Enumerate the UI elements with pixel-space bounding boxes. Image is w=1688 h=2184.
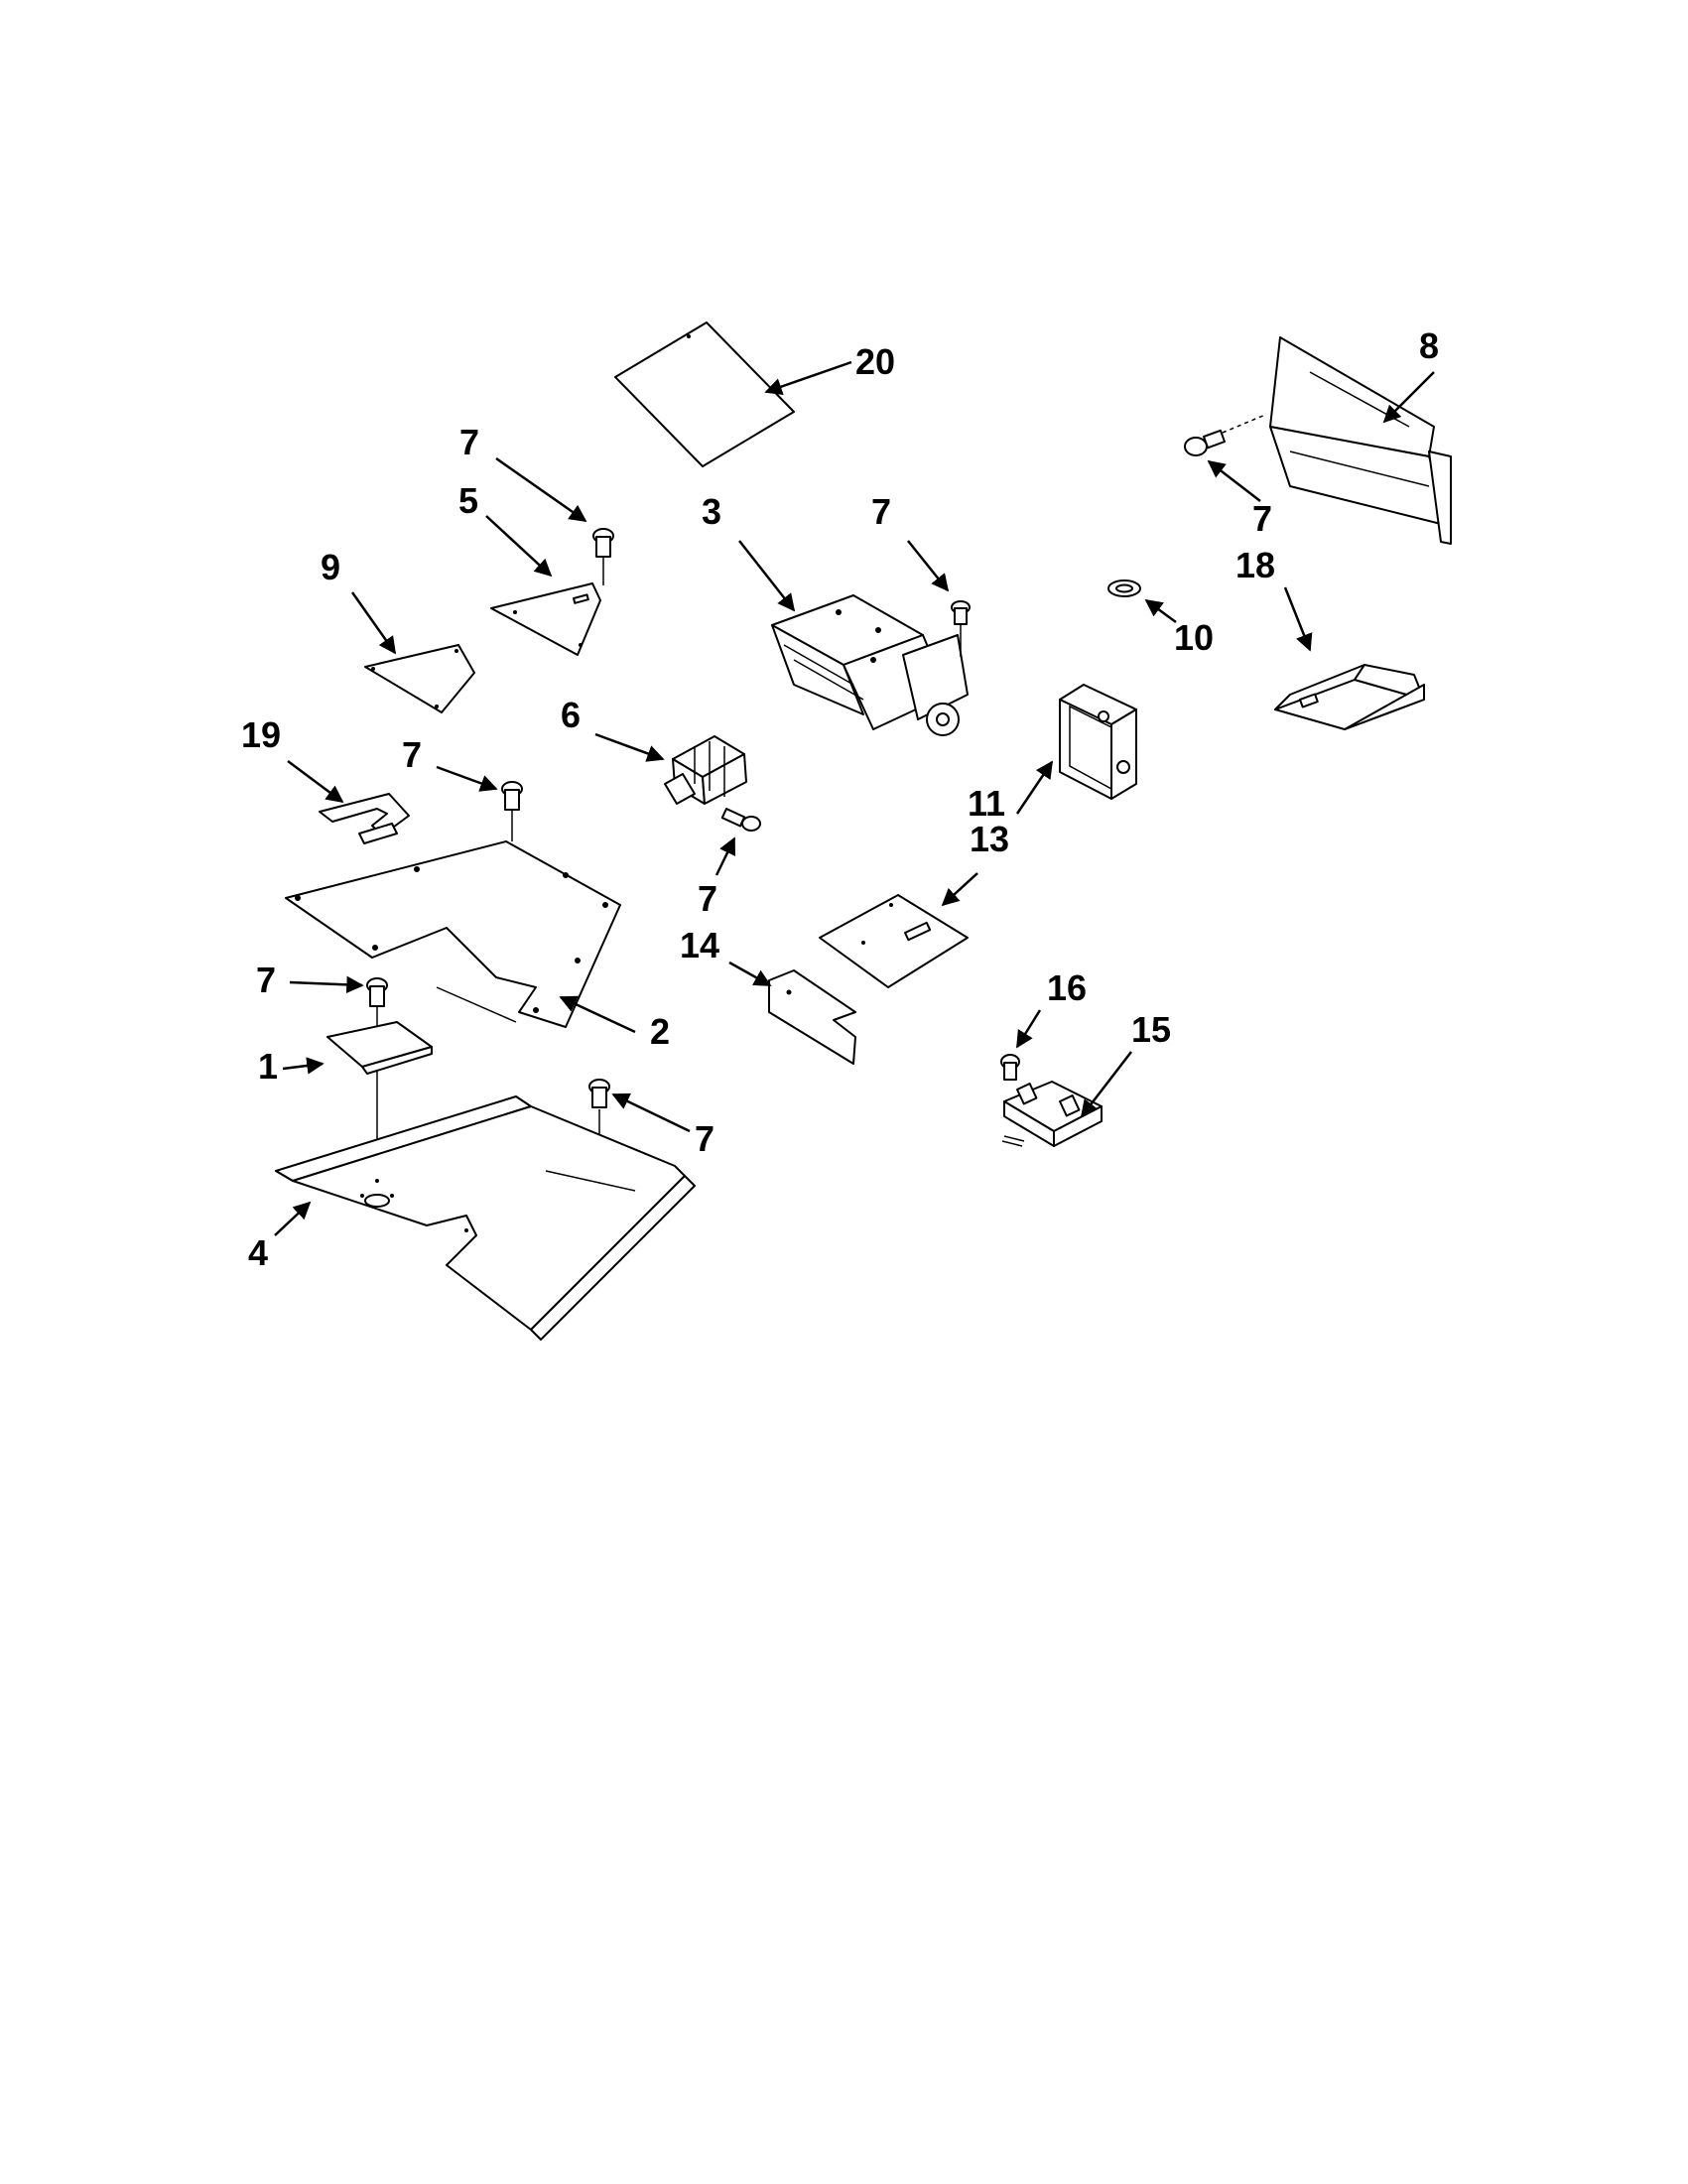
part-16-screw	[1000, 1054, 1020, 1081]
callout-18: 18	[1235, 545, 1275, 585]
part-5-plate	[490, 582, 601, 656]
screw-icon	[720, 807, 761, 832]
callout-7: 7	[459, 422, 479, 462]
part-11-terminal-block	[1001, 1081, 1103, 1147]
part-20-panel	[614, 321, 795, 467]
part-10-grommet	[1107, 579, 1141, 597]
part-14-plate	[819, 894, 969, 988]
callout-5: 5	[458, 480, 478, 521]
screw-icon	[501, 781, 523, 841]
part-4-base-pan	[275, 1095, 696, 1341]
callout-10: 10	[1174, 617, 1214, 658]
callout-14: 13	[970, 819, 1009, 859]
callout-7: 7	[871, 491, 891, 532]
part-6-relay	[664, 735, 747, 805]
part-8-bracket	[1269, 336, 1452, 545]
screw-icon	[592, 528, 614, 585]
callout-7: 7	[1252, 498, 1272, 539]
part-1-plate	[326, 1021, 433, 1075]
callout-7: 7	[256, 960, 276, 1000]
callout-4: 4	[248, 1232, 268, 1273]
screw-icon	[951, 600, 971, 657]
callout-6: 6	[561, 695, 581, 735]
callout-3: 3	[702, 491, 721, 532]
part-19-bracket	[319, 793, 410, 844]
callout-15: 14	[680, 925, 719, 965]
part-2-cover-plate	[285, 840, 621, 1028]
callout-11: 15	[1131, 1009, 1171, 1050]
callout-7: 7	[695, 1118, 714, 1159]
callout-1: 1	[258, 1046, 278, 1087]
callout-8: 8	[1419, 325, 1439, 366]
part-3-control-assembly	[771, 594, 969, 736]
callout-20: 20	[855, 341, 895, 382]
part-13-box	[1059, 684, 1137, 800]
callout-16: 16	[1047, 967, 1087, 1008]
part-9-plate	[364, 644, 475, 713]
callout-13: 11	[968, 783, 1005, 824]
callout-7: 7	[698, 878, 717, 919]
part-18-tray	[1274, 664, 1425, 730]
part-15-shield	[768, 969, 856, 1065]
callout-19: 19	[241, 714, 281, 755]
callout-2: 2	[650, 1011, 670, 1052]
callout-9: 9	[321, 547, 340, 587]
callout-7: 7	[402, 734, 422, 775]
leader-lines	[274, 360, 1435, 1236]
screw-icon	[1184, 414, 1266, 456]
